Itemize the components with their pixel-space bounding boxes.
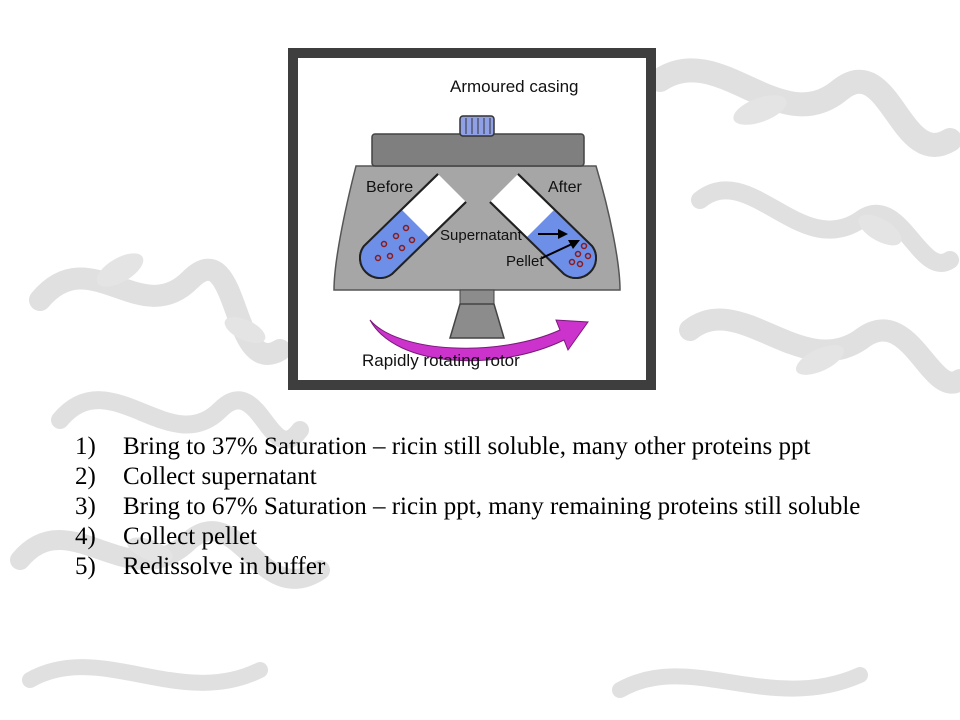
label-after: After bbox=[548, 179, 582, 196]
step-item: 5) Redissolve in buffer bbox=[75, 552, 895, 582]
step-text: Bring to 67% Saturation – ricin ppt, man… bbox=[123, 493, 861, 520]
rotation-arrow bbox=[369, 319, 589, 362]
step-text: Bring to 37% Saturation – ricin still so… bbox=[123, 433, 811, 460]
step-item: 4) Collect pellet bbox=[75, 522, 895, 552]
step-number: 1) bbox=[75, 433, 96, 460]
step-text: Redissolve in buffer bbox=[123, 553, 326, 580]
centrifuge-figure-frame: Armoured casing Before After Supernatant… bbox=[288, 48, 656, 390]
tube-after bbox=[489, 173, 597, 279]
rotor-shaft bbox=[459, 289, 495, 305]
label-rotating-rotor: Rapidly rotating rotor bbox=[362, 351, 520, 370]
pellet-arrow bbox=[541, 243, 573, 259]
step-item: 2) Collect supernatant bbox=[75, 462, 895, 492]
step-item: 3) Bring to 67% Saturation – ricin ppt, … bbox=[75, 492, 895, 522]
label-supernatant: Supernatant bbox=[440, 227, 523, 244]
rotor-stand bbox=[448, 303, 506, 339]
label-before: Before bbox=[366, 179, 413, 196]
step-item: 1) Bring to 37% Saturation – ricin still… bbox=[75, 432, 895, 462]
tube-before bbox=[359, 173, 467, 279]
tube-before-particles bbox=[374, 224, 416, 262]
step-number: 3) bbox=[75, 493, 96, 520]
step-text: Collect supernatant bbox=[123, 463, 317, 490]
label-armoured-casing: Armoured casing bbox=[450, 77, 579, 96]
step-text: Collect pellet bbox=[123, 523, 257, 550]
centrifuge-diagram: Armoured casing Before After Supernatant… bbox=[298, 58, 646, 380]
casing-lid bbox=[371, 133, 585, 167]
casing-cap bbox=[459, 115, 495, 137]
step-number: 2) bbox=[75, 463, 96, 490]
step-number: 4) bbox=[75, 523, 96, 550]
pellet-particles bbox=[568, 242, 592, 268]
label-pellet: Pellet bbox=[506, 253, 544, 270]
procedure-steps-list: 1) Bring to 37% Saturation – ricin still… bbox=[75, 432, 895, 582]
step-number: 5) bbox=[75, 553, 96, 580]
